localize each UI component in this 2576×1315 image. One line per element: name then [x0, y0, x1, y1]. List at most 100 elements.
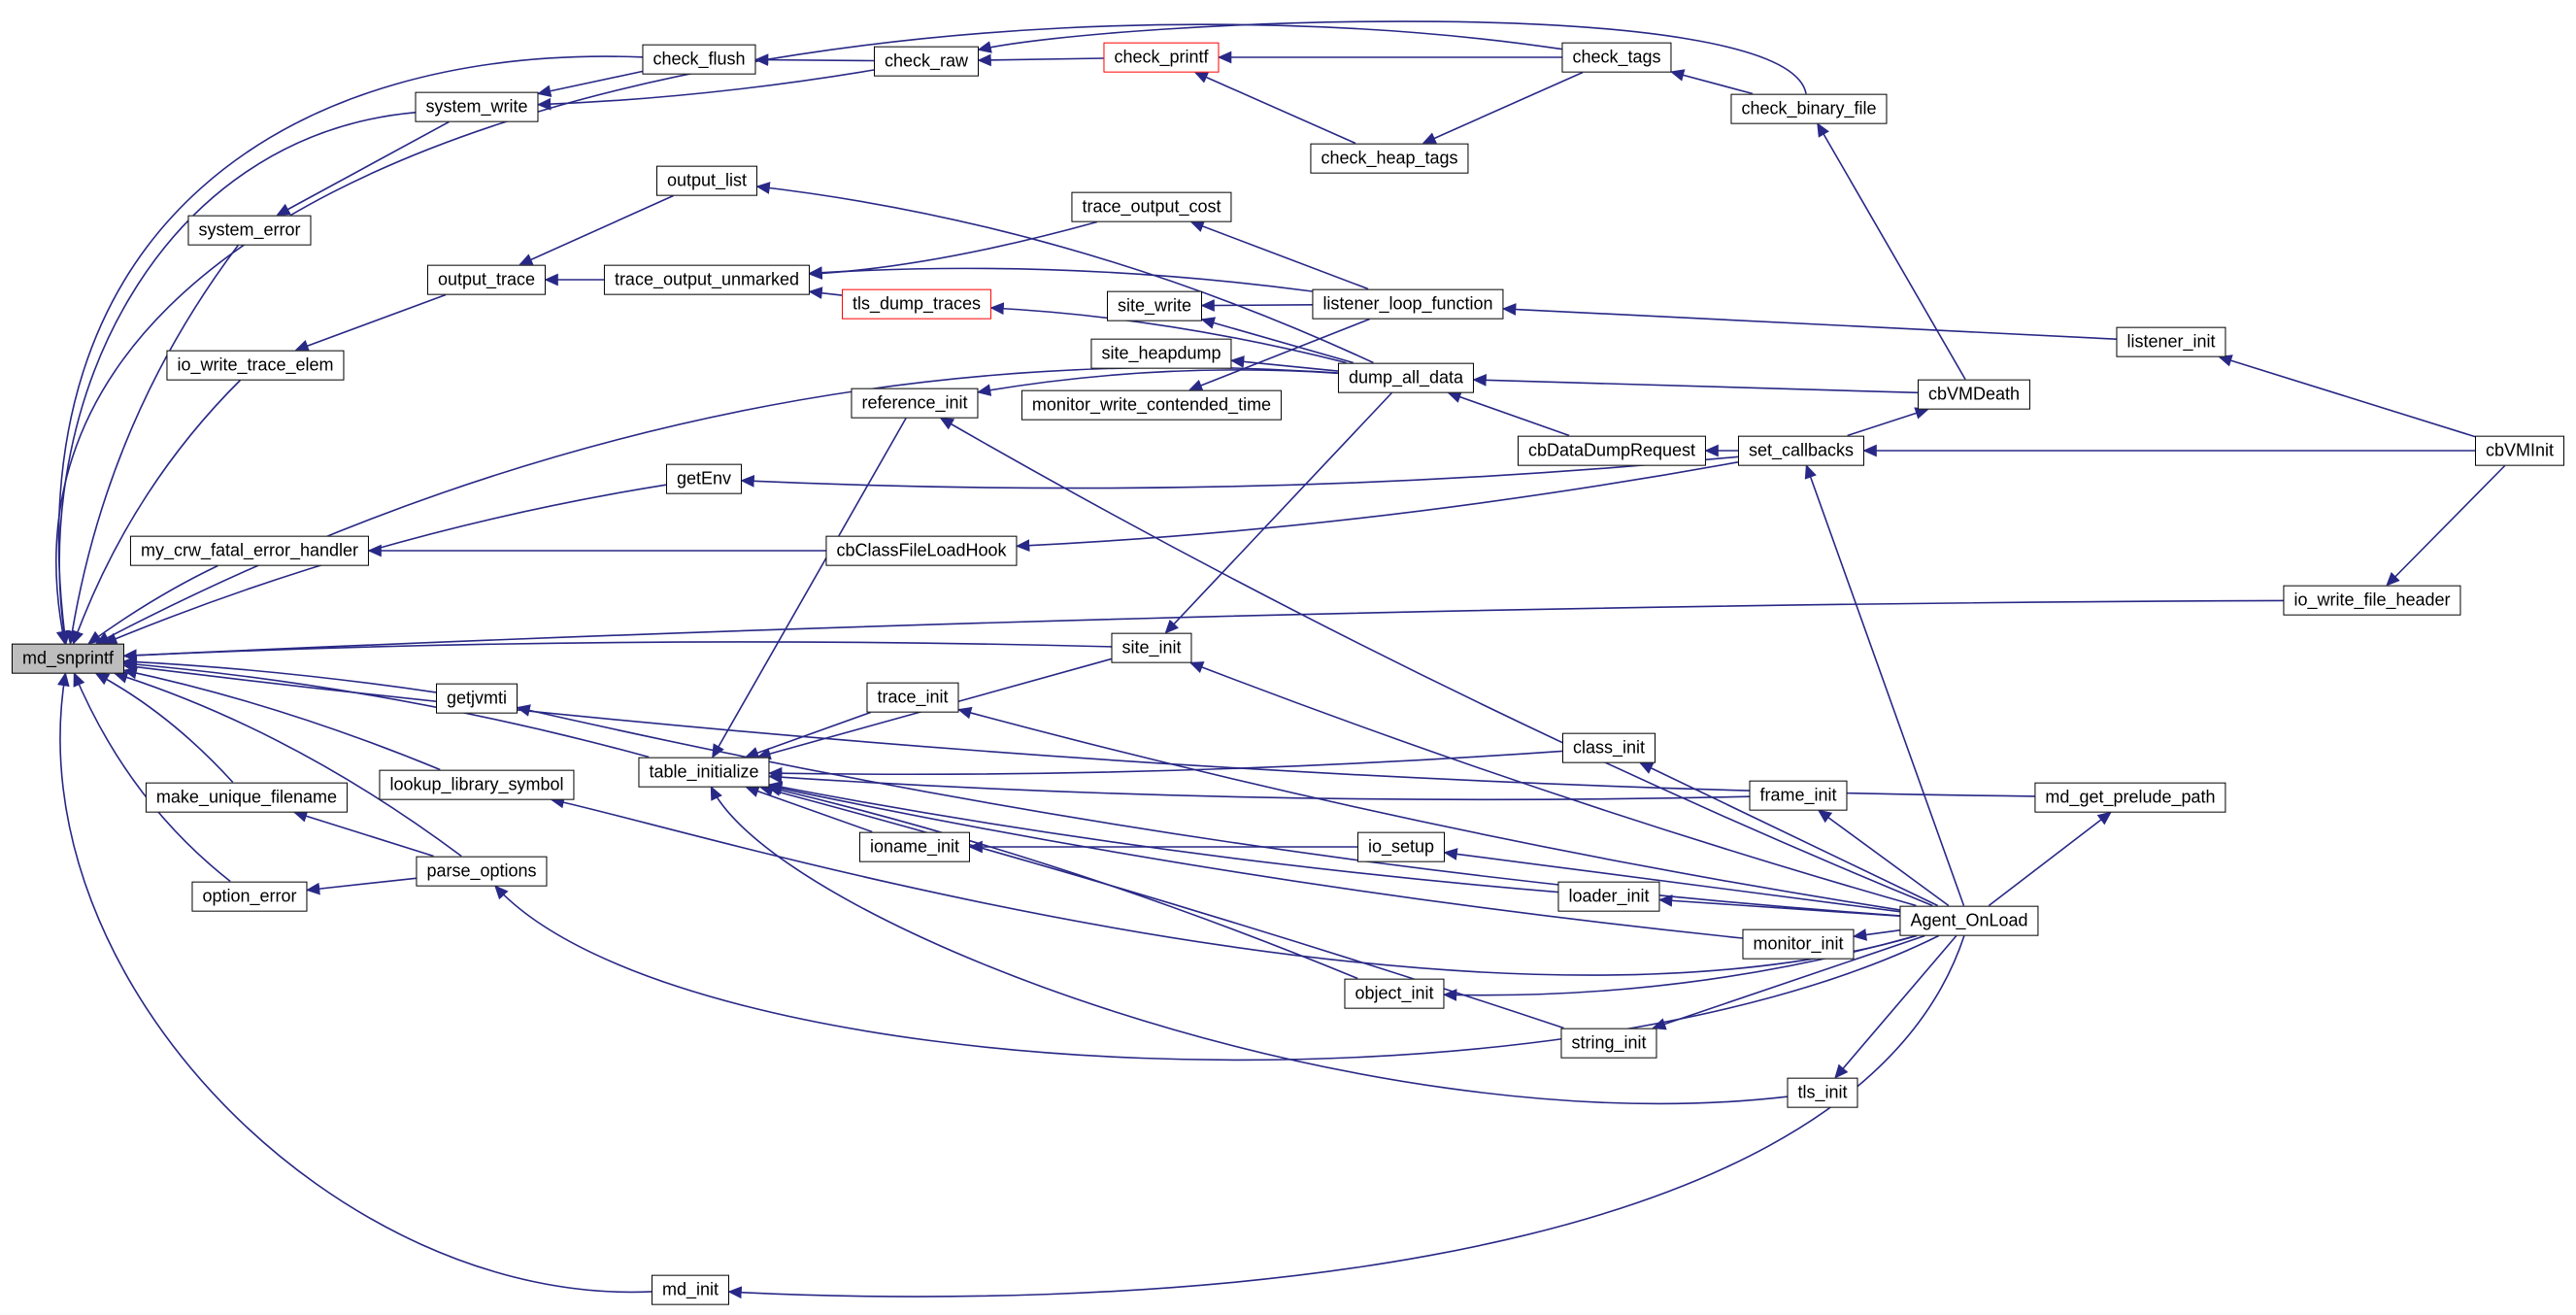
graph-node-getEnv[interactable]: getEnv: [665, 463, 743, 494]
edge-Agent_OnLoad-getjvmti: [516, 704, 1900, 917]
graph-node-md_init[interactable]: md_init: [651, 1274, 730, 1305]
graph-node-check_raw[interactable]: check_raw: [873, 46, 980, 77]
graph-node-trace_output_cost[interactable]: trace_output_cost: [1071, 191, 1232, 222]
edge-check_raw-check_flush: [753, 53, 875, 67]
graph-node-listener_init[interactable]: listener_init: [2116, 326, 2226, 357]
graph-node-set_callbacks[interactable]: set_callbacks: [1737, 435, 1865, 466]
edge-loader_init-table_initialize: [767, 781, 1558, 894]
edge-set_callbacks-getEnv: [740, 455, 1739, 489]
graph-node-monitor_write_contended_time[interactable]: monitor_write_contended_time: [1020, 389, 1283, 421]
edge-cbVMInit-listener_init: [2218, 354, 2476, 438]
edge-listener_loop_function-trace_output_cost: [1189, 220, 1369, 290]
edge-listener_loop_function-site_write: [1200, 299, 1313, 312]
edge-check_flush-system_write: [536, 70, 643, 97]
edge-set_callbacks-cbClassFileLoadHook: [1015, 461, 1739, 553]
edge-parse_options-md_snprintf: [113, 671, 462, 858]
edge-check_heap_tags-check_printf: [1193, 71, 1356, 145]
graph-node-object_init[interactable]: object_init: [1344, 978, 1445, 1009]
graph-node-site_write[interactable]: site_write: [1106, 290, 1203, 321]
graph-node-dump_all_data[interactable]: dump_all_data: [1337, 362, 1475, 393]
graph-node-md_snprintf[interactable]: md_snprintf: [11, 643, 125, 674]
graph-node-loader_init[interactable]: loader_init: [1557, 881, 1660, 912]
edge-option_error-md_snprintf: [73, 672, 231, 883]
edge-check_raw-system_write: [536, 69, 875, 111]
edge-Agent_OnLoad-io_setup: [1443, 848, 1900, 913]
graph-node-trace_output_unmarked[interactable]: trace_output_unmarked: [603, 264, 811, 295]
graph-node-parse_options[interactable]: parse_options: [416, 856, 548, 887]
edge-parse_options-make_unique_filename: [292, 810, 434, 858]
graph-node-check_flush[interactable]: check_flush: [642, 44, 756, 75]
graph-node-monitor_init[interactable]: monitor_init: [1742, 928, 1855, 960]
graph-node-site_heapdump[interactable]: site_heapdump: [1090, 338, 1232, 369]
edge-site_init-md_snprintf: [122, 641, 1112, 662]
edge-check_tags-md_snprintf: [55, 23, 1562, 646]
graph-node-io_write_trace_elem[interactable]: io_write_trace_elem: [166, 350, 345, 381]
edge-cbVMDeath-dump_all_data: [1472, 373, 1919, 394]
graph-node-string_init[interactable]: string_init: [1560, 1028, 1657, 1059]
graph-node-check_printf[interactable]: check_printf: [1103, 42, 1220, 73]
graph-node-check_binary_file[interactable]: check_binary_file: [1730, 93, 1888, 124]
edge-system_write-md_snprintf: [57, 112, 416, 646]
edge-md_init-md_snprintf: [57, 671, 652, 1294]
graph-node-cbClassFileLoadHook[interactable]: cbClassFileLoadHook: [825, 535, 1018, 566]
edge-listener_loop_function-monitor_write_contended_time: [1188, 318, 1370, 391]
graph-node-io_setup[interactable]: io_setup: [1356, 831, 1446, 862]
edge-dump_all_data-site_init: [1164, 391, 1392, 634]
graph-node-output_trace[interactable]: output_trace: [426, 264, 547, 295]
edge-check_binary_file-check_tags: [1669, 69, 1754, 95]
edge-Agent_OnLoad-lookup_library_symbol: [550, 795, 1918, 976]
edge-reference_init-table_initialize: [712, 418, 907, 759]
graph-node-system_error[interactable]: system_error: [187, 215, 312, 246]
graph-node-my_crw_fatal_error_handler[interactable]: my_crw_fatal_error_handler: [129, 535, 370, 566]
graph-node-check_tags[interactable]: check_tags: [1561, 42, 1672, 73]
edge-dump_all_data-output_list: [755, 182, 1374, 364]
edge-Agent_OnLoad-monitor_init: [1852, 928, 1900, 941]
graph-node-getjvmti[interactable]: getjvmti: [435, 683, 519, 714]
edge-lookup_library_symbol-md_snprintf: [122, 666, 441, 771]
graph-node-site_init[interactable]: site_init: [1111, 632, 1192, 663]
edge-tls_dump_traces-trace_output_unmarked: [808, 287, 843, 299]
edge-io_write_trace_elem-md_snprintf: [71, 379, 241, 646]
graph-node-listener_loop_function[interactable]: listener_loop_function: [1312, 288, 1504, 320]
graph-node-tls_init[interactable]: tls_init: [1787, 1077, 1858, 1108]
graph-node-Agent_OnLoad[interactable]: Agent_OnLoad: [1899, 905, 2039, 936]
edge-dump_all_data-site_heapdump: [1229, 355, 1339, 372]
graph-node-lookup_library_symbol[interactable]: lookup_library_symbol: [379, 769, 575, 800]
edge-table_initialize-md_snprintf: [122, 658, 650, 759]
graph-node-frame_init[interactable]: frame_init: [1749, 780, 1848, 811]
graph-node-cbDataDumpRequest[interactable]: cbDataDumpRequest: [1517, 435, 1707, 466]
graph-node-trace_init[interactable]: trace_init: [866, 682, 959, 713]
edge-Agent_OnLoad-md_init: [727, 935, 1965, 1299]
graph-node-tls_dump_traces[interactable]: tls_dump_traces: [841, 288, 992, 320]
graph-node-make_unique_filename[interactable]: make_unique_filename: [145, 782, 349, 813]
edge-dump_all_data-tls_dump_traces: [989, 302, 1347, 364]
edge-listener_loop_function-trace_output_unmarked: [808, 266, 1313, 292]
edge-my_crw_fatal_error_handler-md_snprintf: [87, 564, 218, 645]
graph-node-table_initialize[interactable]: table_initialize: [638, 757, 770, 788]
edge-Agent_OnLoad-site_init: [1188, 661, 1917, 907]
graph-node-reference_init[interactable]: reference_init: [851, 388, 979, 419]
edge-check_printf-check_raw: [977, 53, 1104, 67]
graph-node-io_write_file_header[interactable]: io_write_file_header: [2283, 585, 2461, 616]
graph-node-output_list[interactable]: output_list: [655, 165, 758, 196]
edge-cbDataDumpRequest-dump_all_data: [1447, 390, 1570, 437]
graph-node-ioname_init[interactable]: ioname_init: [858, 831, 971, 862]
graph-node-cbVMDeath[interactable]: cbVMDeath: [1917, 379, 2031, 410]
graph-node-cbVMInit[interactable]: cbVMInit: [2474, 435, 2565, 466]
edge-md_get_prelude_path-md_snprintf: [122, 660, 2035, 797]
edge-trace_output_cost-trace_output_unmarked: [808, 220, 1098, 280]
graph-node-check_heap_tags[interactable]: check_heap_tags: [1310, 143, 1469, 174]
edge-tls_init-table_initialize: [710, 786, 1788, 1105]
graph-node-class_init[interactable]: class_init: [1561, 732, 1656, 763]
edge-Agent_OnLoad-string_init: [1652, 934, 1925, 1030]
edge-Agent_OnLoad-class_init: [1638, 761, 1939, 907]
edge-Agent_OnLoad-trace_init: [956, 706, 1900, 911]
edge-make_unique_filename-md_snprintf: [94, 672, 234, 784]
edge-Agent_OnLoad-md_get_prelude_path: [1988, 811, 2112, 907]
graph-node-system_write[interactable]: system_write: [415, 91, 539, 122]
edge-system_write-system_error: [276, 120, 450, 217]
graph-node-option_error[interactable]: option_error: [191, 881, 308, 912]
graph-node-md_get_prelude_path[interactable]: md_get_prelude_path: [2034, 782, 2226, 813]
edge-dump_all_data-reference_init: [976, 369, 1339, 396]
